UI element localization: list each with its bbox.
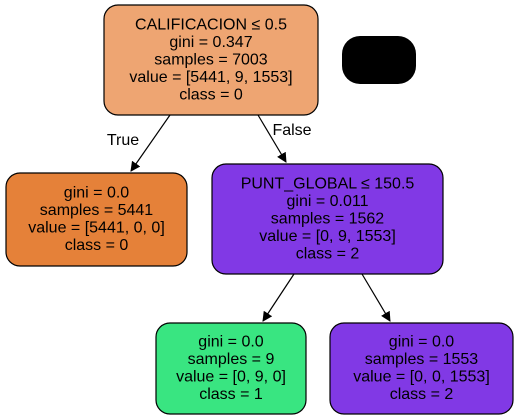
node-line-right-left-3: class = 1 [199,386,263,403]
node-line-root-1: gini = 0.347 [169,34,252,51]
node-line-root-0: CALIFICACION ≤ 0.5 [135,16,287,33]
node-line-left-1: samples = 5441 [40,202,154,219]
node-line-right-left-1: samples = 9 [188,351,275,368]
node-line-right-left-2: value = [0, 9, 0] [176,369,286,386]
node-line-right-right-3: class = 2 [390,386,454,403]
node-line-right-right-2: value = [0, 0, 1553] [353,369,490,386]
edge-right-rightright [361,273,391,322]
edge-root-left [130,114,171,172]
node-box-right-right [329,322,514,415]
node-box-left [5,172,188,267]
node-line-root-4: class = 0 [179,86,243,103]
edge-root-right [257,114,287,163]
node-line-right-right-0: gini = 0.0 [389,334,454,351]
node-line-right-0: PUNT_GLOBAL ≤ 150.5 [241,175,415,192]
node-line-root-3: value = [5441, 9, 1553] [129,69,292,86]
edge-label-root-right: False [272,122,311,139]
node-box-right-left [155,322,307,415]
node-line-root-2: samples = 7003 [154,51,268,68]
redaction-block [342,36,416,84]
node-line-right-left-0: gini = 0.0 [198,334,263,351]
node-line-left-0: gini = 0.0 [64,185,129,202]
node-line-right-right-1: samples = 1553 [365,351,479,368]
node-line-left-2: value = [5441, 0, 0] [28,220,165,237]
node-line-right-2: samples = 1562 [271,210,385,227]
node-box-root [103,4,319,116]
node-line-right-4: class = 2 [296,245,360,262]
edge-right-rightleft [262,273,295,322]
node-line-left-3: class = 0 [65,237,129,254]
edge-label-root-left: True [107,132,139,149]
node-box-right [211,163,444,275]
node-line-right-1: gini = 0.011 [287,193,369,210]
node-line-right-3: value = [0, 9, 1553] [259,228,396,245]
